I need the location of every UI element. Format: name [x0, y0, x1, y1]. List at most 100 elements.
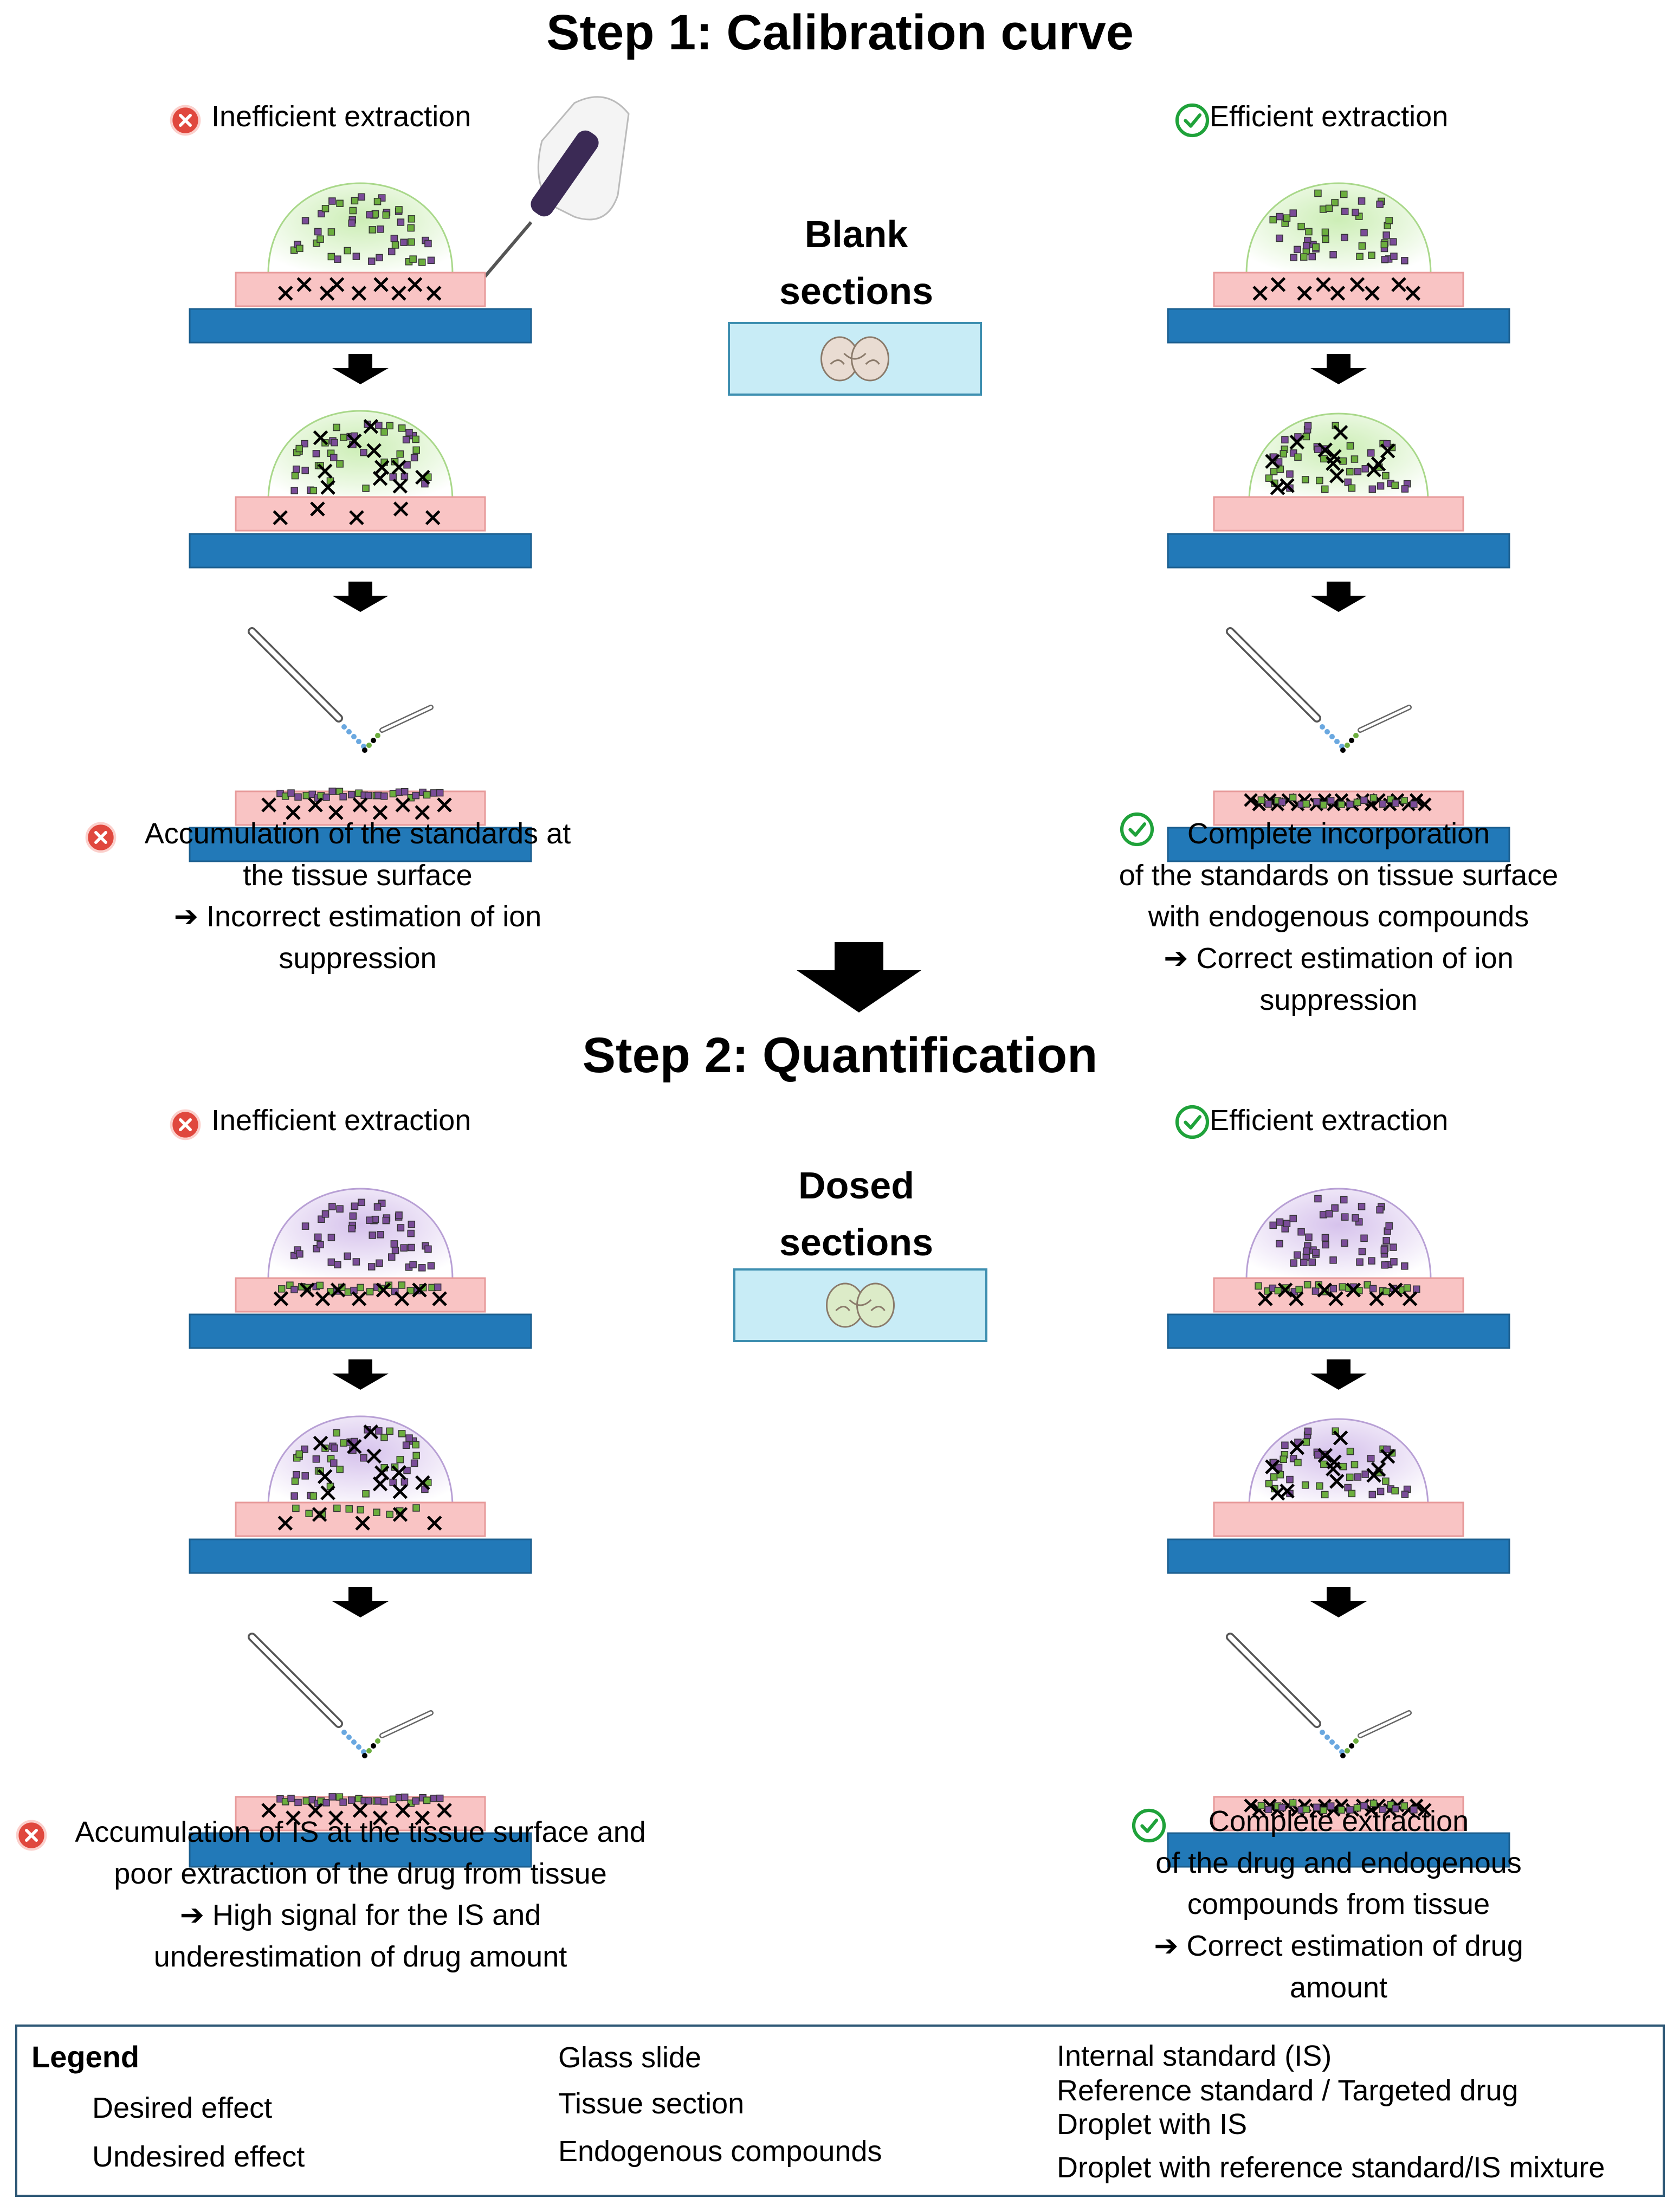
internal-standard-mark — [430, 789, 438, 797]
endogenous-compound-mark — [392, 1484, 408, 1499]
x-stroke — [1280, 1484, 1295, 1499]
x-stroke — [1327, 449, 1342, 464]
legend-endogenous-label: Endogenous compounds — [558, 2135, 882, 2168]
x-stroke — [329, 277, 345, 292]
internal-standard-mark — [1294, 246, 1301, 254]
legend-undesired-label: Undesired effect — [92, 2140, 305, 2173]
reference-standard-mark — [1320, 1460, 1328, 1468]
x-stroke — [315, 1291, 331, 1306]
x-stroke — [415, 469, 430, 485]
x-stroke — [1401, 797, 1416, 811]
endogenous-compound-mark — [1380, 443, 1395, 459]
analyte-droplet — [371, 1743, 376, 1749]
endogenous-compound-mark — [317, 463, 333, 479]
spray-droplet — [351, 1739, 357, 1745]
icon-check — [1184, 1115, 1202, 1130]
internal-standard-mark — [339, 1798, 347, 1806]
x-stroke — [313, 1435, 328, 1451]
internal-standard-mark — [1376, 1206, 1384, 1214]
reference-standard-mark — [295, 1450, 303, 1458]
result-line: compounds from tissue — [1187, 1888, 1490, 1921]
endogenous-compound-mark — [1316, 277, 1331, 292]
reference-standard-mark — [1321, 228, 1329, 236]
endogenous-compound-mark — [1346, 1282, 1361, 1298]
internal-standard-mark — [1385, 1222, 1393, 1230]
internal-standard-mark — [364, 791, 372, 800]
legend-glass-label: Glass slide — [558, 2041, 702, 2074]
x-stroke — [1333, 425, 1348, 440]
analyte-droplet — [1345, 1748, 1350, 1753]
reference-standard-mark — [340, 434, 347, 441]
x-stroke — [1372, 793, 1386, 807]
internal-standard-mark — [328, 1793, 336, 1801]
x-stroke — [372, 1476, 388, 1492]
internal-standard-mark — [1269, 1221, 1277, 1229]
endogenous-compound-mark — [1371, 456, 1386, 472]
internal-standard-mark — [382, 1216, 390, 1224]
reference-standard-mark — [389, 1795, 397, 1803]
endogenous-compound-mark — [261, 1803, 276, 1818]
reference-standard-mark — [1348, 484, 1356, 492]
reference-standard-mark — [398, 424, 406, 432]
reference-standard-mark — [1295, 1286, 1303, 1293]
internal-standard-mark — [1354, 468, 1362, 475]
x-circle-icon — [170, 105, 201, 136]
reference-standard-mark — [412, 1452, 420, 1460]
x-stroke — [1329, 468, 1345, 483]
reference-standard-mark — [357, 1506, 365, 1514]
internal-standard-mark — [1341, 1213, 1349, 1221]
endogenous-compound-mark — [1369, 1291, 1384, 1306]
internal-standard-mark — [1308, 1258, 1316, 1266]
internal-standard-mark — [1369, 794, 1378, 802]
x-stroke — [317, 1469, 333, 1484]
reference-standard-mark — [423, 1796, 431, 1804]
x-stroke — [1252, 286, 1268, 301]
internal-standard-mark — [391, 1247, 399, 1254]
legend-tissue-label: Tissue section — [558, 2087, 745, 2120]
internal-standard-mark — [366, 211, 373, 218]
reference-standard-mark — [1322, 235, 1329, 243]
endogenous-compound-mark — [1418, 1803, 1432, 1817]
endogenous-compound-mark — [1317, 442, 1333, 457]
endogenous-compound-mark — [415, 1810, 430, 1826]
internal-standard-mark — [400, 1793, 409, 1801]
internal-standard-mark — [1400, 797, 1408, 804]
x-stroke — [392, 478, 408, 494]
icon-x — [25, 1829, 38, 1842]
reference-standard-mark — [1360, 796, 1368, 804]
x-stroke — [374, 1465, 390, 1480]
internal-standard-mark — [1294, 1251, 1301, 1259]
spray-droplet — [356, 1744, 361, 1750]
internal-standard-mark — [1308, 253, 1316, 261]
calib-inefficient-panel — [189, 182, 532, 862]
reference-standard-mark — [1274, 1287, 1282, 1294]
reference-standard-mark — [1346, 468, 1354, 476]
x-stroke — [372, 805, 388, 820]
endogenous-compound-mark — [366, 443, 382, 459]
internal-standard-mark — [314, 228, 322, 236]
glass-slide — [1167, 308, 1510, 344]
stage-droplet-deposit — [189, 1188, 532, 1349]
x-stroke — [296, 277, 312, 292]
endogenous-compound-mark — [351, 286, 367, 301]
internal-standard-mark — [321, 1210, 329, 1218]
internal-standard-mark — [339, 793, 347, 801]
reference-standard-mark — [351, 197, 359, 205]
x-stroke — [1317, 1448, 1333, 1463]
internal-standard-mark — [290, 1286, 298, 1293]
reference-standard-mark — [1264, 1806, 1272, 1814]
endogenous-compound-mark — [351, 1291, 367, 1306]
reference-standard-mark — [1270, 468, 1278, 475]
x-stroke — [1316, 277, 1331, 292]
internal-standard-mark — [1304, 422, 1312, 430]
reference-standard-mark — [398, 1281, 406, 1289]
internal-standard-mark — [1314, 1451, 1322, 1459]
internal-standard-mark — [395, 1211, 403, 1219]
step1-title: Step 1: Calibration curve — [546, 5, 1134, 60]
icon-ring — [1175, 103, 1210, 138]
internal-standard-mark — [1314, 446, 1322, 453]
endogenous-compound-mark — [355, 1516, 370, 1531]
endogenous-compound-mark — [352, 1803, 368, 1818]
spray-droplet — [1334, 739, 1340, 744]
x-stroke — [1327, 1454, 1342, 1469]
